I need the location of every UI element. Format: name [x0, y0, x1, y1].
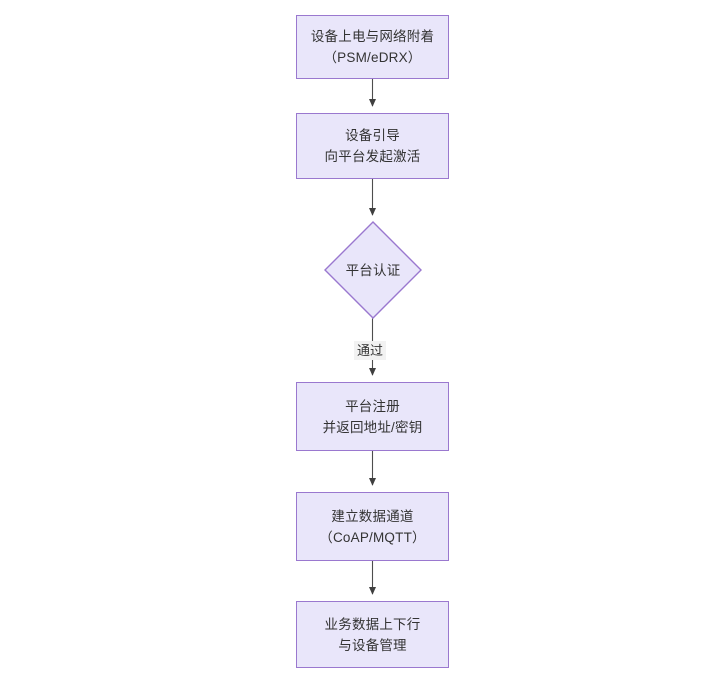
node-business-data-line1: 业务数据上下行 [324, 616, 421, 632]
node-business-data-line2: 与设备管理 [338, 637, 407, 653]
node-platform-register-line1: 平台注册 [345, 398, 400, 414]
node-power-on[interactable]: 设备上电与网络附着 （PSM/eDRX） [296, 15, 449, 79]
node-power-on-line2: （PSM/eDRX） [323, 50, 422, 65]
diamond-shape [324, 221, 422, 319]
node-bootstrap[interactable]: 设备引导 向平台发起激活 [296, 113, 449, 179]
node-data-channel-line2: （CoAP/MQTT） [319, 529, 426, 545]
node-data-channel[interactable]: 建立数据通道 （CoAP/MQTT） [296, 492, 449, 561]
node-platform-register-line2: 并返回地址/密钥 [322, 419, 423, 435]
node-data-channel-line1: 建立数据通道 [331, 508, 414, 524]
node-platform-register[interactable]: 平台注册 并返回地址/密钥 [296, 382, 449, 451]
edge-label-pass: 通过 [354, 341, 387, 360]
node-business-data[interactable]: 业务数据上下行 与设备管理 [296, 601, 449, 668]
node-power-on-line1: 设备上电与网络附着 [310, 29, 435, 44]
node-bootstrap-line2: 向平台发起激活 [324, 149, 421, 164]
node-bootstrap-line1: 设备引导 [345, 128, 400, 143]
node-platform-auth[interactable]: 平台认证 [324, 221, 422, 319]
node-platform-auth-label: 平台认证 [345, 262, 401, 278]
